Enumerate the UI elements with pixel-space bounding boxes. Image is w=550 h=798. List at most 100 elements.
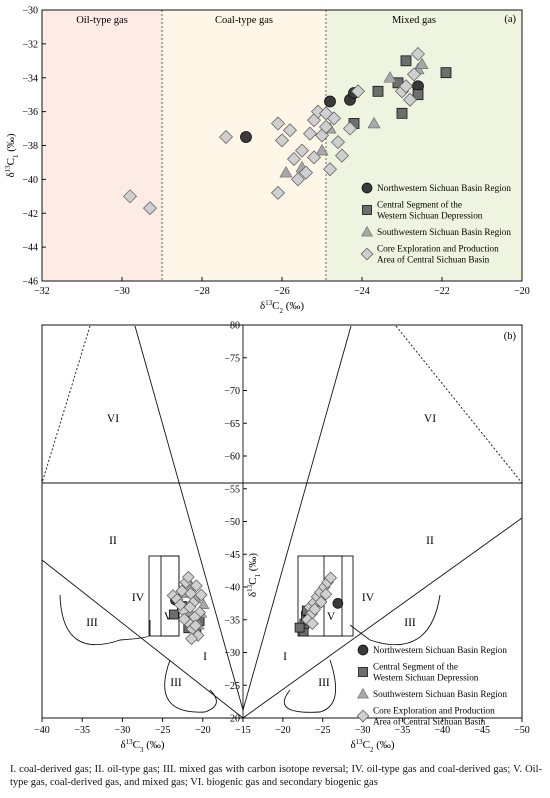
y-tick-label: −38 [22, 141, 38, 152]
data-point-left-diamond [173, 598, 187, 612]
x-tick-label: −26 [274, 286, 290, 297]
legend-label: Northwestern Sichuan Basin Region [373, 645, 507, 655]
data-point-square [400, 55, 412, 67]
legend-label: Central Segment of the [373, 662, 458, 672]
y-tick-label: −36 [22, 107, 38, 118]
legend-label: Central Segment of the [377, 200, 462, 210]
data-point-left-diamond [183, 600, 197, 614]
x-tick-label: −20 [275, 725, 291, 736]
x-tick-label: −20 [514, 286, 530, 297]
y-tick-label: −80 [224, 321, 240, 332]
data-point-diamond [287, 152, 301, 167]
region-label-V: V [327, 611, 336, 623]
data-point-left-diamond [189, 619, 202, 632]
data-point-left-diamond [181, 570, 195, 584]
dotted-vi-right [395, 325, 523, 484]
data-point-right-diamond [324, 571, 338, 585]
region-label-VI: VI [424, 413, 436, 425]
data-point-diamond [335, 148, 349, 163]
y-tick-label: −46 [22, 277, 38, 288]
region-label: Coal-type gas [215, 15, 273, 26]
legend-marker [357, 687, 369, 699]
data-point-diamond [275, 133, 289, 148]
data-point-diamond [307, 150, 321, 165]
dotted-vi-left [41, 325, 91, 484]
region-label-III: III [318, 677, 330, 689]
data-point-diamond [123, 189, 137, 204]
data-point-right-diamond [319, 587, 333, 601]
x-tick-label: −32 [34, 286, 50, 297]
data-point-diamond [407, 67, 421, 82]
y-tick-label: −20 [224, 714, 240, 725]
data-point-triangle [383, 71, 397, 83]
region-iii-bottom-right [283, 659, 337, 713]
triangle-left-edge [134, 325, 244, 711]
legend-label: Core Exploration and Production [377, 244, 499, 254]
data-point-right-diamond [308, 602, 322, 616]
region-iii-left [59, 594, 151, 646]
data-point-left-triangle [197, 598, 210, 610]
data-point-diamond [283, 123, 297, 138]
panel-label: (a) [504, 14, 516, 25]
x-axis-label: δ13C2 (‰) [260, 299, 304, 315]
y-tick-label: −32 [22, 39, 38, 50]
y-tick-label: −30 [22, 6, 38, 17]
legend-marker [361, 225, 373, 237]
x-tick-label: −30 [114, 286, 130, 297]
data-point-diamond [319, 119, 333, 134]
x-tick-label: −50 [514, 725, 530, 736]
data-point-right-circle [332, 598, 344, 609]
data-point-left-diamond [185, 632, 198, 646]
legend-marker [358, 667, 368, 677]
data-point-right-diamond [306, 617, 319, 631]
data-point-right-square [294, 622, 305, 633]
triangle-right-edge [242, 325, 352, 711]
x-tick-label: −45 [474, 725, 490, 736]
y-tick-label: −34 [22, 73, 38, 84]
region-label-V: V [164, 611, 173, 623]
region-label-VI: VI [107, 413, 119, 425]
data-point-diamond [271, 185, 285, 200]
legend-marker [362, 205, 372, 215]
data-point-diamond [331, 135, 345, 150]
x-tick-label: −35 [395, 725, 411, 736]
legend-label: Northwestern Sichuan Basin Region [377, 183, 511, 193]
legend-marker [356, 709, 370, 723]
y-tick-label: −55 [224, 484, 240, 495]
plot-frame [41, 324, 523, 719]
data-point-triangle [415, 57, 429, 69]
x-tick-label: −25 [155, 725, 171, 736]
data-point-triangle [279, 165, 293, 178]
y-tick-label: −75 [224, 353, 240, 364]
y-tick-label: −42 [22, 209, 38, 220]
data-point-diamond [303, 126, 317, 141]
y-tick-label: −45 [224, 550, 240, 561]
x-tick-label: −25 [315, 725, 331, 736]
data-point-diamond [291, 172, 305, 187]
region-label-III: III [86, 617, 98, 629]
y-tick-label: −30 [224, 648, 240, 659]
legend-label: Area of Central Sichuan Basin [373, 717, 486, 727]
data-point-square [440, 67, 452, 79]
data-point-diamond [343, 121, 357, 136]
region-label-I: I [203, 651, 207, 663]
data-point-diamond [295, 143, 309, 158]
data-point-diamond [299, 165, 313, 180]
legend-label: Core Exploration and Production [373, 706, 495, 716]
data-point-diamond [271, 116, 285, 131]
region-iii-right [349, 594, 441, 646]
y-tick-label: −44 [22, 243, 38, 254]
data-point-diamond [403, 92, 417, 107]
x-tick-label: −20 [195, 725, 211, 736]
region-label-IV: IV [132, 592, 145, 604]
data-point-right-diamond [301, 613, 314, 627]
y-tick-label: −25 [224, 681, 240, 692]
x-tick-label: −24 [354, 286, 370, 297]
legend-label: Western Sichuan Depression [377, 211, 483, 221]
data-point-left-diamond [194, 588, 208, 602]
data-point-square [412, 89, 424, 101]
x-tick-label: −40 [434, 725, 450, 736]
data-point-diamond [399, 79, 413, 94]
